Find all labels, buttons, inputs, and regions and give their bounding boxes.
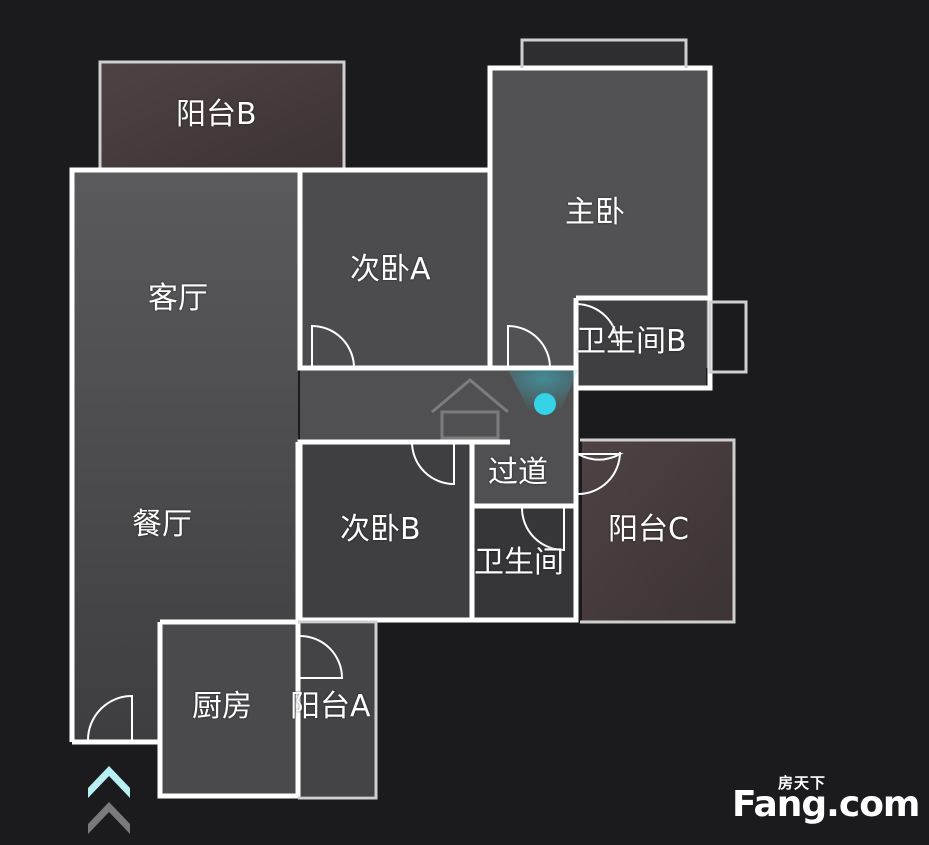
door-balcony-a [299,635,344,679]
door-entrance [87,694,133,741]
fang-logo: 房天下 Fang.com [728,770,920,834]
room-label-master-bedroom: 主卧 [565,195,625,230]
floor-kitchen [160,624,298,794]
wall-master-left [487,65,713,300]
room-label-corridor: 过道 [488,455,548,490]
room-label-kitchen: 厨房 [192,689,252,724]
door-bathroom-b [575,302,619,347]
room-label-bathroom: 卫生间 [474,545,564,580]
floor-balcony-a [300,624,376,796]
room-label-dining-room: 餐厅 [132,507,192,542]
door-bathroom [521,507,565,552]
wall-balcony-top [520,38,688,68]
room-label-bedroom-b: 次卧B [340,512,421,547]
room-label-bedroom-a: 次卧A [350,252,431,287]
wall-living-outer [69,167,300,742]
door-balcony-c [577,451,621,495]
floor-balcony-c [582,440,734,622]
room-label-balcony-a: 阳台A [290,689,371,724]
fang-logo-small-text: 房天下 [778,774,827,792]
wall-balcony-a [298,620,378,800]
floor-balcony-b [100,62,344,169]
door-master [507,324,551,369]
door-bedroom-b [411,441,455,486]
bathroom-b-window [708,300,748,374]
house-watermark-icon [431,378,509,440]
floor-bedroom-b [300,442,470,620]
room-label-balcony-c: 阳台C [608,512,689,547]
double-chevron-up-icon[interactable] [84,758,134,844]
walls [69,38,748,800]
room-label-bathroom-b: 卫生间B [576,324,687,359]
fang-logo-brand-text: Fang.com [732,784,920,825]
wall-bathroom-b [573,295,713,391]
room-label-living-room: 客厅 [148,281,208,316]
wall-balcony-c [580,438,736,624]
floor-bedroom-a [300,172,488,368]
doors [87,302,624,741]
floor-balcony-top [522,40,686,68]
door-bedroom-a [311,324,355,369]
floor-bathroom [474,508,576,620]
floors [72,40,734,796]
floor-bathroom-b [576,300,706,386]
wall-bathroom [472,503,579,623]
wall-balcony-b [98,60,346,170]
location-dot-icon[interactable] [508,370,578,415]
room-label-balcony-b: 阳台B [176,97,257,132]
wall-kitchen [157,619,301,799]
